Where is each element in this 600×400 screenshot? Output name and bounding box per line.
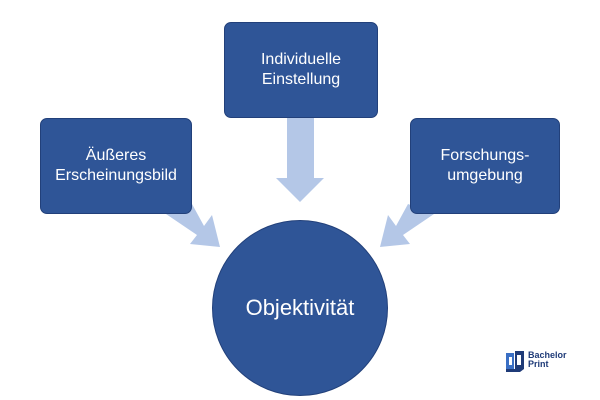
box-forschungsumgebung: Forschungs- umgebung xyxy=(410,118,560,214)
box-top-line1: Individuelle xyxy=(260,51,342,68)
box-left-line1: Äußeres xyxy=(85,147,147,164)
center-label: Objektivität xyxy=(245,295,355,320)
box-top-line2: Einstellung xyxy=(261,71,341,88)
logo-line1: Bachelor xyxy=(528,350,567,360)
arrow-right xyxy=(380,204,434,247)
box-individuelle-einstellung: Individuelle Einstellung xyxy=(224,22,378,118)
box-right-line2: umgebung xyxy=(447,167,523,184)
box-right-line1: Forschungs- xyxy=(440,147,530,164)
arrow-top xyxy=(276,118,324,202)
box-left-line2: Erscheinungsbild xyxy=(55,167,177,184)
arrow-left xyxy=(166,204,220,247)
center-circle-objektivitaet: Objektivität xyxy=(212,220,388,396)
bachelorprint-logo-icon xyxy=(506,351,524,372)
box-aeusseres-erscheinungsbild: Äußeres Erscheinungsbild xyxy=(40,118,192,214)
logo-line2: Print xyxy=(528,359,549,369)
logo-wordmark: Bachelor Print xyxy=(528,351,567,369)
